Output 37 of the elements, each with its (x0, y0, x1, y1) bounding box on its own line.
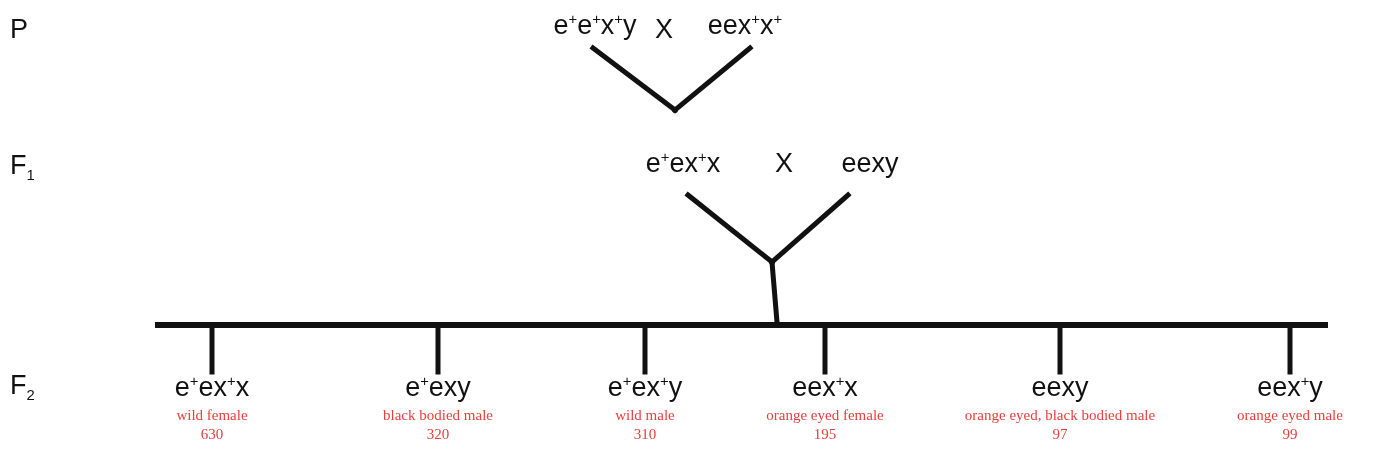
phenotype-label: wild female (176, 406, 248, 425)
genotype-label: e$^{+}$exy (405, 372, 471, 402)
genotype-label: e$^{+}$ex$^{+}$x (645, 148, 721, 178)
cross-line (685, 192, 775, 265)
generation-label: F$_{2}$ (10, 370, 35, 400)
cross-line (672, 45, 753, 113)
genotype-label: eex$^{+}$y (1257, 372, 1323, 402)
cross-line (769, 192, 851, 265)
generation-label: P (10, 14, 28, 44)
count-label: 195 (813, 425, 837, 444)
genotype-label: eexy (1031, 372, 1089, 402)
phenotype-label: orange eyed male (1237, 406, 1343, 425)
cross-line (590, 45, 678, 113)
cross-line (209, 325, 215, 375)
phenotype-label: orange eyed female (766, 406, 884, 425)
genotype-label: e$^{+}$ex$^{+}$x (174, 372, 250, 402)
genotype-label: e$^{+}$e$^{+}$x$^{+}$y (553, 10, 637, 40)
phenotype-label: black bodied male (383, 406, 493, 425)
count-label: 97 (1052, 425, 1068, 444)
generation-label: F$_{1}$ (10, 150, 35, 180)
cross-symbol: X (655, 14, 673, 44)
cross-symbol: X (775, 148, 793, 178)
phenotype-label: wild male (615, 406, 675, 425)
genotype-label: eexy (841, 148, 899, 178)
cross-line (1057, 325, 1063, 375)
count-label: 630 (200, 425, 224, 444)
genotype-label: eex$^{+}$x (792, 372, 858, 402)
count-label: 99 (1282, 425, 1298, 444)
cross-line (1287, 325, 1293, 375)
cross-line (822, 325, 828, 375)
genotype-label: e$^{+}$ex$^{+}$y (607, 372, 683, 402)
genotype-label: eex$^{+}$x$^{+}$ (707, 10, 783, 40)
cross-line (642, 325, 648, 375)
count-label: 320 (426, 425, 450, 444)
phenotype-label: orange eyed, black bodied male (964, 406, 1156, 425)
count-label: 310 (633, 425, 657, 444)
cross-line (435, 325, 441, 375)
